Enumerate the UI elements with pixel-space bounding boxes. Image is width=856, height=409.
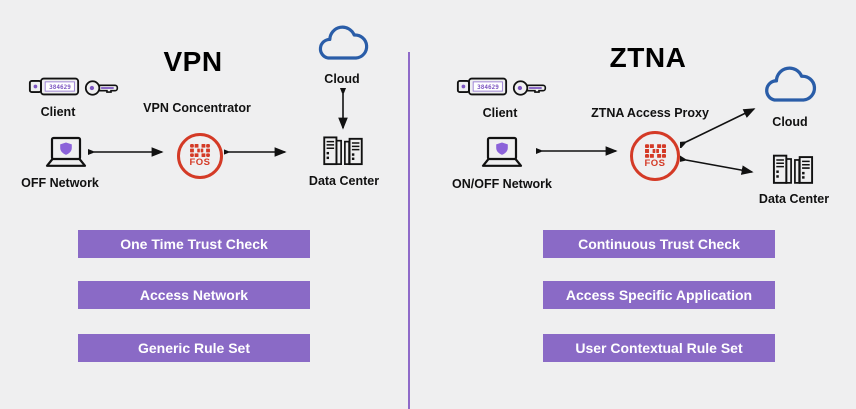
datacenter-label: Data Center	[308, 174, 380, 188]
usb-token-icon: 384629	[28, 76, 80, 97]
arrow-cloud-datacenter	[338, 88, 348, 130]
cloud-icon	[758, 63, 820, 106]
fortinet-grid-icon	[645, 144, 666, 158]
fos-label: FOS	[644, 157, 666, 169]
cloud-label: Cloud	[772, 115, 808, 129]
ztna-banner-trust: Continuous Trust Check	[543, 230, 775, 258]
arrow-laptop-fos	[536, 146, 618, 156]
panel-divider	[408, 52, 410, 409]
vpn-banner-trust: One Time Trust Check	[78, 230, 310, 258]
ztna-gateway-label: ZTNA Access Proxy	[591, 106, 709, 120]
key-icon	[84, 77, 120, 99]
client-label: Client	[40, 105, 76, 119]
datacenter-icon	[322, 136, 364, 166]
onoff-network-label: ON/OFF Network	[451, 177, 553, 191]
vpn-banner-rules: Generic Rule Set	[78, 334, 310, 362]
vpn-gateway-label: VPN Concentrator	[143, 101, 251, 115]
ztna-banner-rules: User Contextual Rule Set	[543, 334, 775, 362]
ztna-banner-access: Access Specific Application	[543, 281, 775, 309]
datacenter-label: Data Center	[758, 192, 830, 206]
arrow-laptop-fos	[88, 147, 164, 157]
fortinet-grid-icon	[190, 144, 210, 157]
fos-gateway-badge: FOS	[177, 133, 223, 179]
datacenter-icon	[772, 154, 814, 185]
arrow-fos-cloud	[680, 108, 756, 148]
svg-text:384629: 384629	[49, 84, 71, 91]
vpn-title: VPN	[163, 46, 223, 77]
off-network-label: OFF Network	[21, 176, 99, 190]
ztna-title: ZTNA	[609, 42, 687, 73]
arrow-fos-datacenter	[224, 147, 287, 157]
client-label: Client	[482, 106, 518, 120]
fos-label: FOS	[189, 157, 211, 169]
cloud-label: Cloud	[324, 72, 360, 86]
fos-gateway-badge: FOS	[630, 131, 680, 181]
cloud-icon	[312, 22, 372, 64]
arrow-fos-datacenter	[680, 153, 754, 175]
usb-token-icon: 384629	[456, 76, 508, 97]
vpn-banner-access: Access Network	[78, 281, 310, 309]
svg-text:384629: 384629	[477, 84, 499, 91]
key-icon	[512, 77, 548, 99]
laptop-shield-icon	[42, 136, 90, 172]
laptop-shield-icon	[478, 136, 526, 172]
